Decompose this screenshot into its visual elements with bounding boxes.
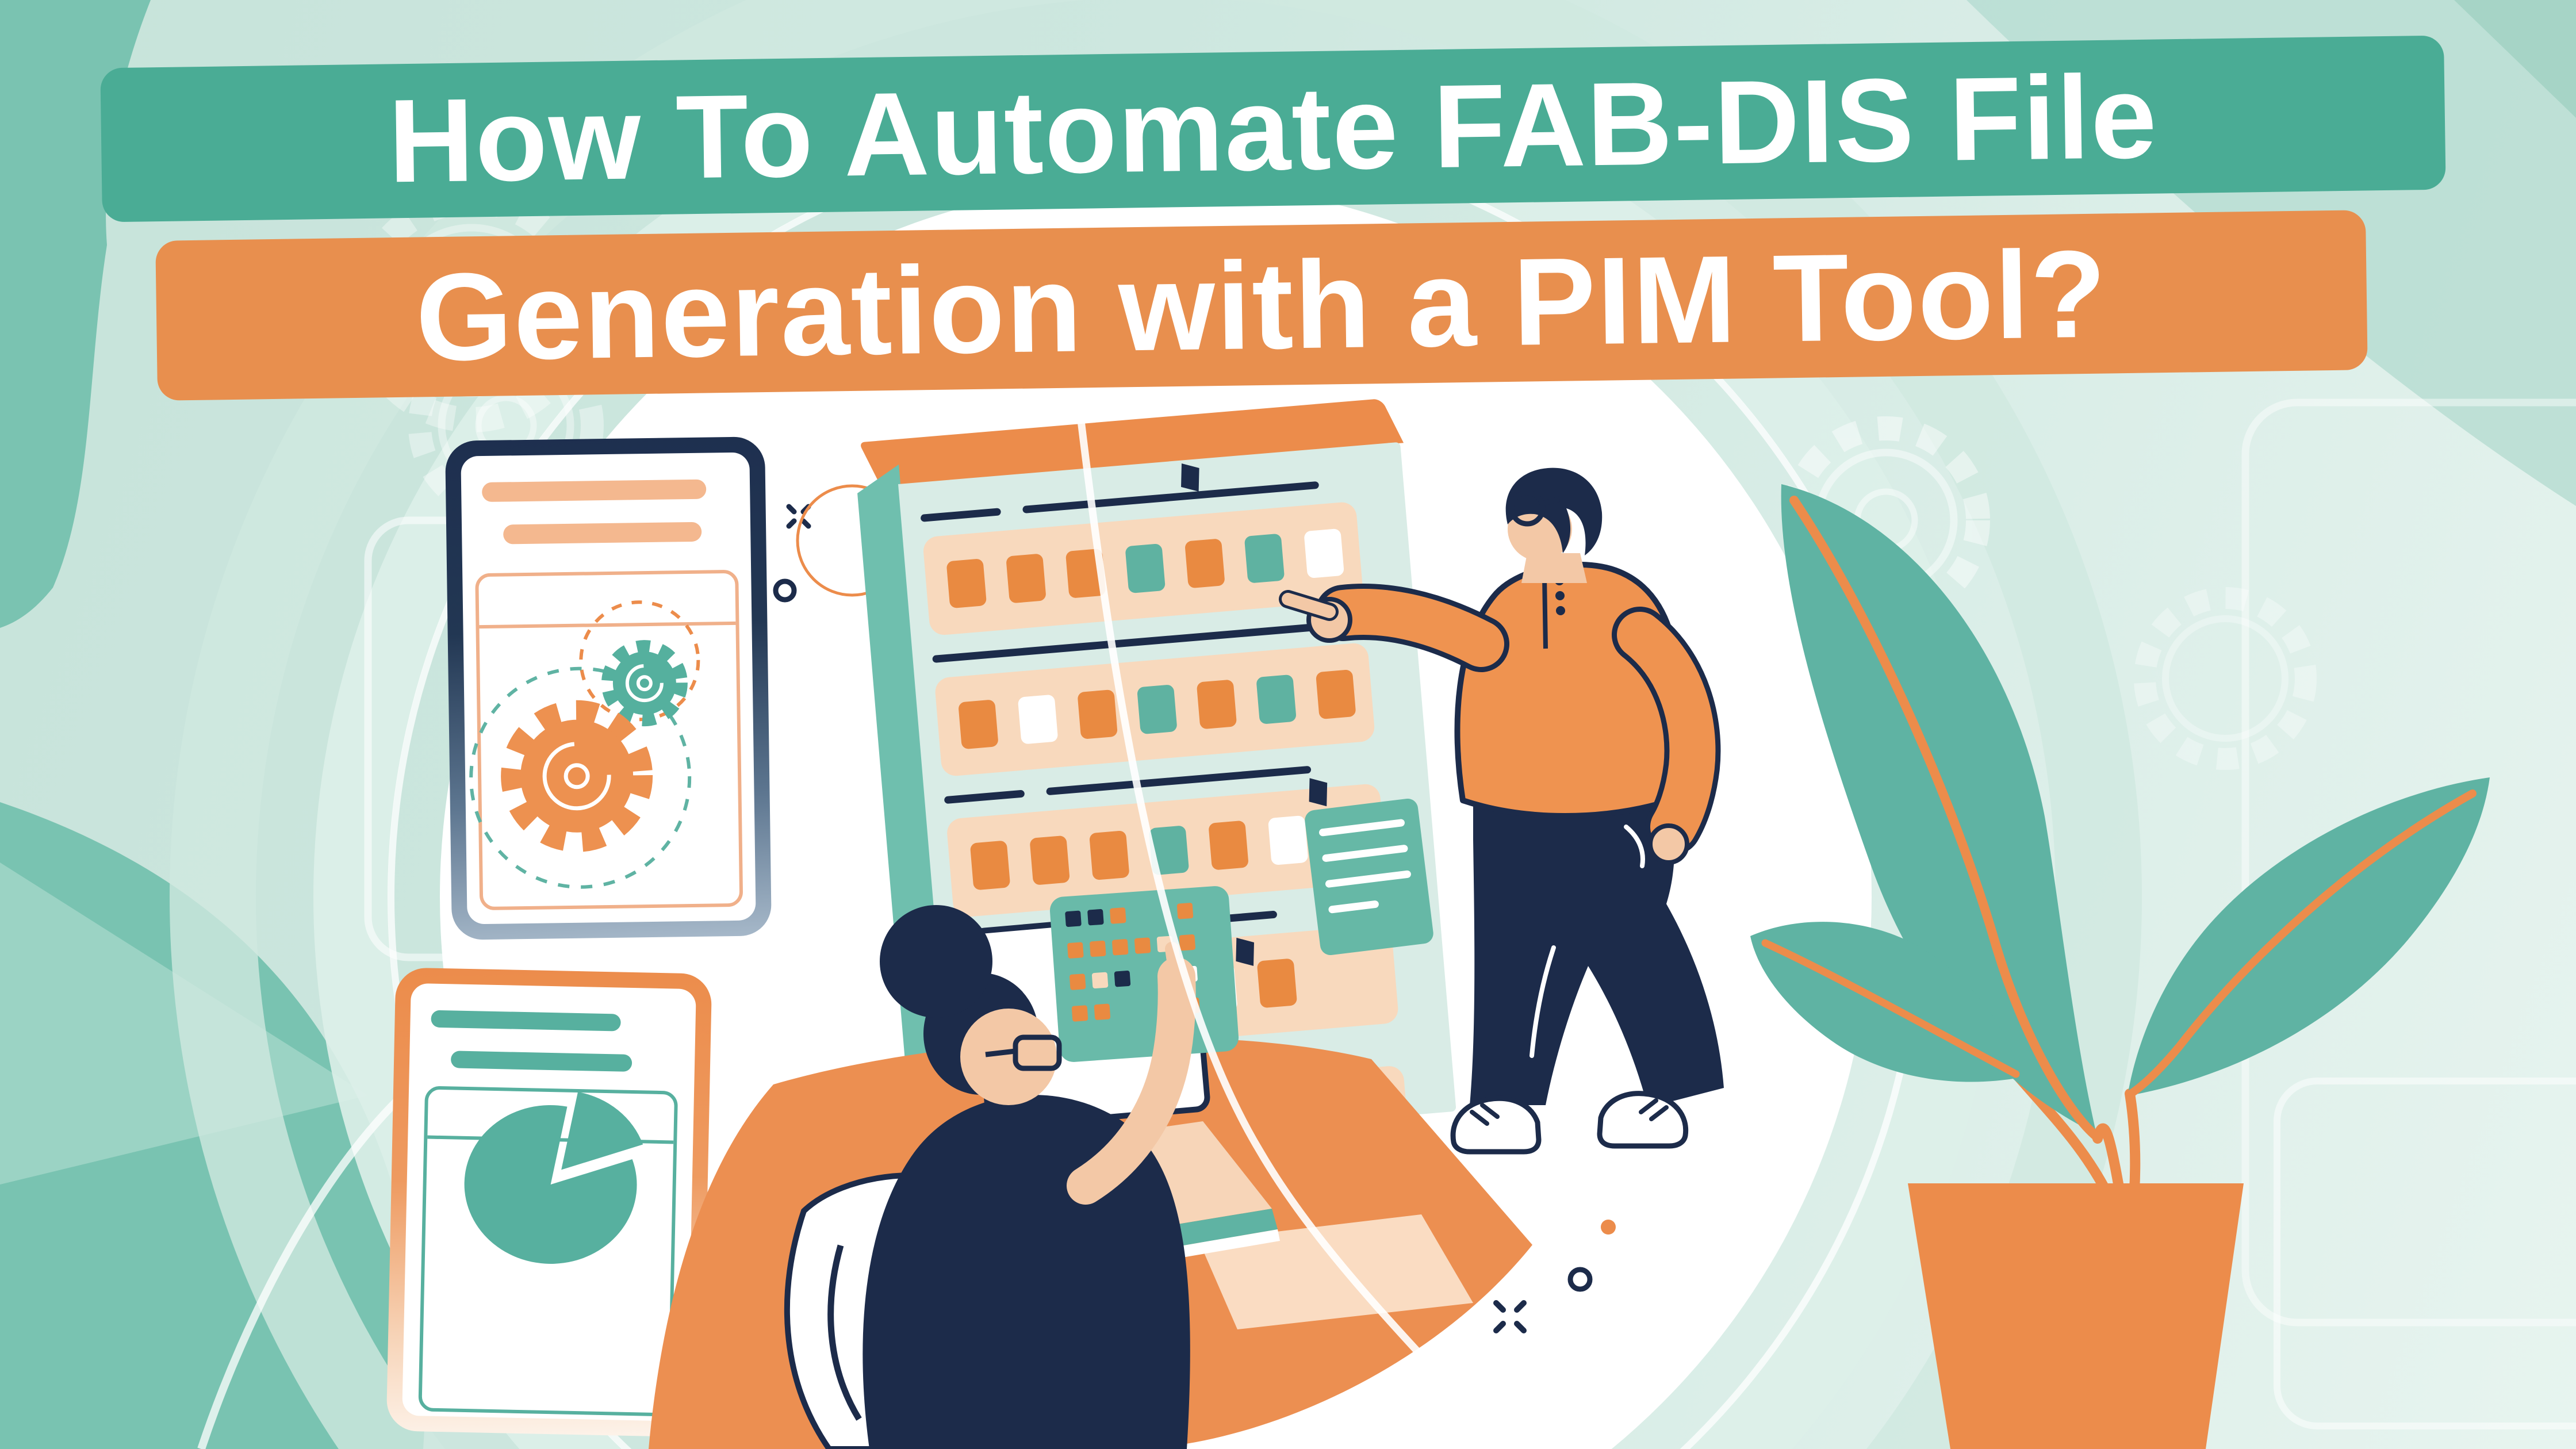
title-banner-primary: How To Automate FAB-DIS File xyxy=(100,35,2446,223)
mousepad xyxy=(1199,1214,1473,1329)
pie-chart-icon xyxy=(464,1092,643,1264)
shirt-button xyxy=(1556,606,1565,615)
tablet-pie-chart xyxy=(386,967,712,1438)
chair-accent xyxy=(827,1244,862,1421)
woman-face xyxy=(960,1009,1057,1105)
leaf-midrib xyxy=(1761,939,2020,1078)
glasses-arm xyxy=(1541,496,1561,507)
tablet-pie-screen xyxy=(402,983,696,1422)
halo-band-outer xyxy=(170,0,2142,1449)
outline-rect-right xyxy=(2241,398,2576,1327)
man-hair xyxy=(1505,467,1603,555)
ring-icon xyxy=(1567,1267,1593,1292)
corner-blob-top-left xyxy=(0,0,151,628)
man-arm-pointing xyxy=(1320,589,1504,667)
corner-tip-top-right xyxy=(2454,0,2576,118)
decorative-curve xyxy=(197,1092,405,1449)
tablet-gears-screen xyxy=(461,452,756,925)
orange-dot xyxy=(1601,1220,1616,1235)
shoe-laces xyxy=(1470,1098,1669,1126)
gear-icon-orange xyxy=(501,700,653,852)
man-finger xyxy=(1282,593,1336,618)
glasses-icon xyxy=(1509,490,1546,527)
glasses-arm xyxy=(985,1048,1016,1057)
plant-leaf xyxy=(2128,777,2490,1096)
man-arm-right xyxy=(1617,612,1716,850)
dashed-circle-teal xyxy=(469,666,692,889)
leaf-midrib xyxy=(2127,789,2477,1098)
woman-finger xyxy=(1165,942,1183,988)
title-banner-secondary: Generation with a PIM Tool? xyxy=(155,210,2368,401)
ring-icon xyxy=(773,578,797,603)
pants-highlight xyxy=(1529,825,1645,1058)
gear-outline-icon xyxy=(2134,587,2317,770)
leaf-midrib xyxy=(1789,496,2102,1142)
plant-leaf xyxy=(1781,484,2096,1134)
tablet-gears xyxy=(444,436,772,940)
outline-rect-bottom-right xyxy=(2274,1078,2576,1429)
shirt-button xyxy=(1555,591,1565,600)
title-line-2: Generation with a PIM Tool? xyxy=(415,223,2109,387)
woman-bun xyxy=(880,905,992,1018)
title-line-1: How To Automate FAB-DIS File xyxy=(387,50,2159,207)
woman-arm xyxy=(1067,957,1196,1205)
woman-figure xyxy=(784,905,1196,1449)
man-hand-right xyxy=(1648,823,1689,865)
gear-icon-teal xyxy=(601,640,688,727)
sparkle-icon xyxy=(1493,1300,1527,1333)
shirt-placket xyxy=(1542,576,1548,649)
man-figure xyxy=(1279,467,1724,1155)
plant-pot xyxy=(1908,1183,2244,1449)
